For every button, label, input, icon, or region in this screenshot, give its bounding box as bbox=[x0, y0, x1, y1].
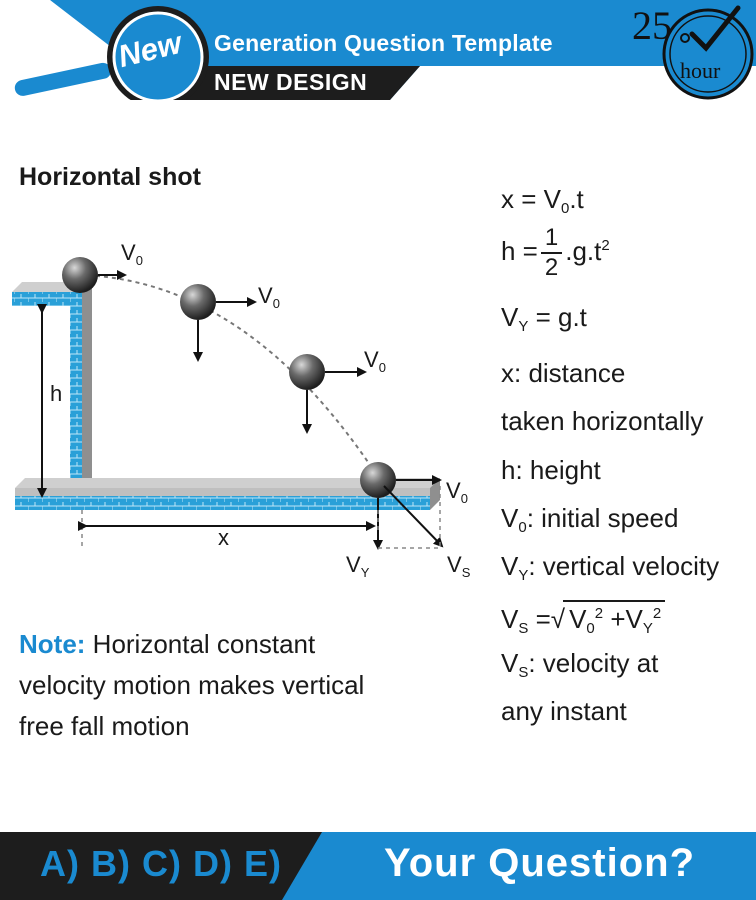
projectile-diagram bbox=[12, 257, 444, 550]
definition-vs-cont: any instant bbox=[501, 696, 627, 726]
formula-x: x = V0.t bbox=[501, 184, 584, 217]
clock-number: 25 bbox=[632, 3, 672, 48]
definition-h: h: height bbox=[501, 455, 601, 485]
definition-v0: V0: initial speed bbox=[501, 503, 679, 536]
label-vy: VY bbox=[346, 552, 370, 580]
definition-vs: VS: velocity at bbox=[501, 648, 659, 681]
definition-vy: VY: vertical velocity bbox=[501, 551, 720, 584]
label-v0-ball2: V0 bbox=[258, 283, 280, 311]
section-heading: Horizontal shot bbox=[19, 163, 201, 191]
ball-2 bbox=[180, 284, 257, 362]
trajectory-path bbox=[79, 274, 381, 481]
footer-banner bbox=[0, 832, 756, 900]
ground bbox=[15, 478, 440, 510]
header-banner bbox=[0, 0, 756, 100]
cliff bbox=[12, 282, 92, 498]
sqrt-sign: √ bbox=[550, 604, 566, 634]
definition-x: x: distance bbox=[501, 358, 626, 388]
label-v0-ball3: V0 bbox=[364, 347, 386, 375]
template-title: Generation Question Template bbox=[214, 30, 553, 56]
answer-options: A) B) C) D) E) bbox=[40, 843, 282, 884]
label-vs: VS bbox=[447, 552, 471, 580]
ball-1 bbox=[62, 257, 127, 293]
question-prompt: Your Question? bbox=[384, 841, 696, 885]
formula-vy: VY = g.t bbox=[501, 302, 587, 335]
note-label: Note: bbox=[19, 629, 86, 659]
distance-arrow bbox=[78, 510, 379, 548]
template-subtitle: NEW DESIGN bbox=[214, 69, 368, 95]
label-distance: x bbox=[218, 525, 229, 550]
label-v0-ball4: V0 bbox=[446, 478, 468, 506]
clock-unit: hour bbox=[680, 58, 721, 83]
note: Note: Horizontal constant velocity motio… bbox=[19, 624, 399, 747]
ball-4 bbox=[360, 462, 444, 550]
label-height: h bbox=[50, 381, 63, 406]
label-v0-ball1: V0 bbox=[121, 240, 143, 268]
ball-3 bbox=[289, 354, 367, 434]
note-text: Horizontal constant velocity motion make… bbox=[19, 629, 365, 741]
formula-vs: VS =√V02 +VY2 bbox=[501, 600, 666, 637]
definition-x-cont: taken horizontally bbox=[501, 406, 704, 436]
